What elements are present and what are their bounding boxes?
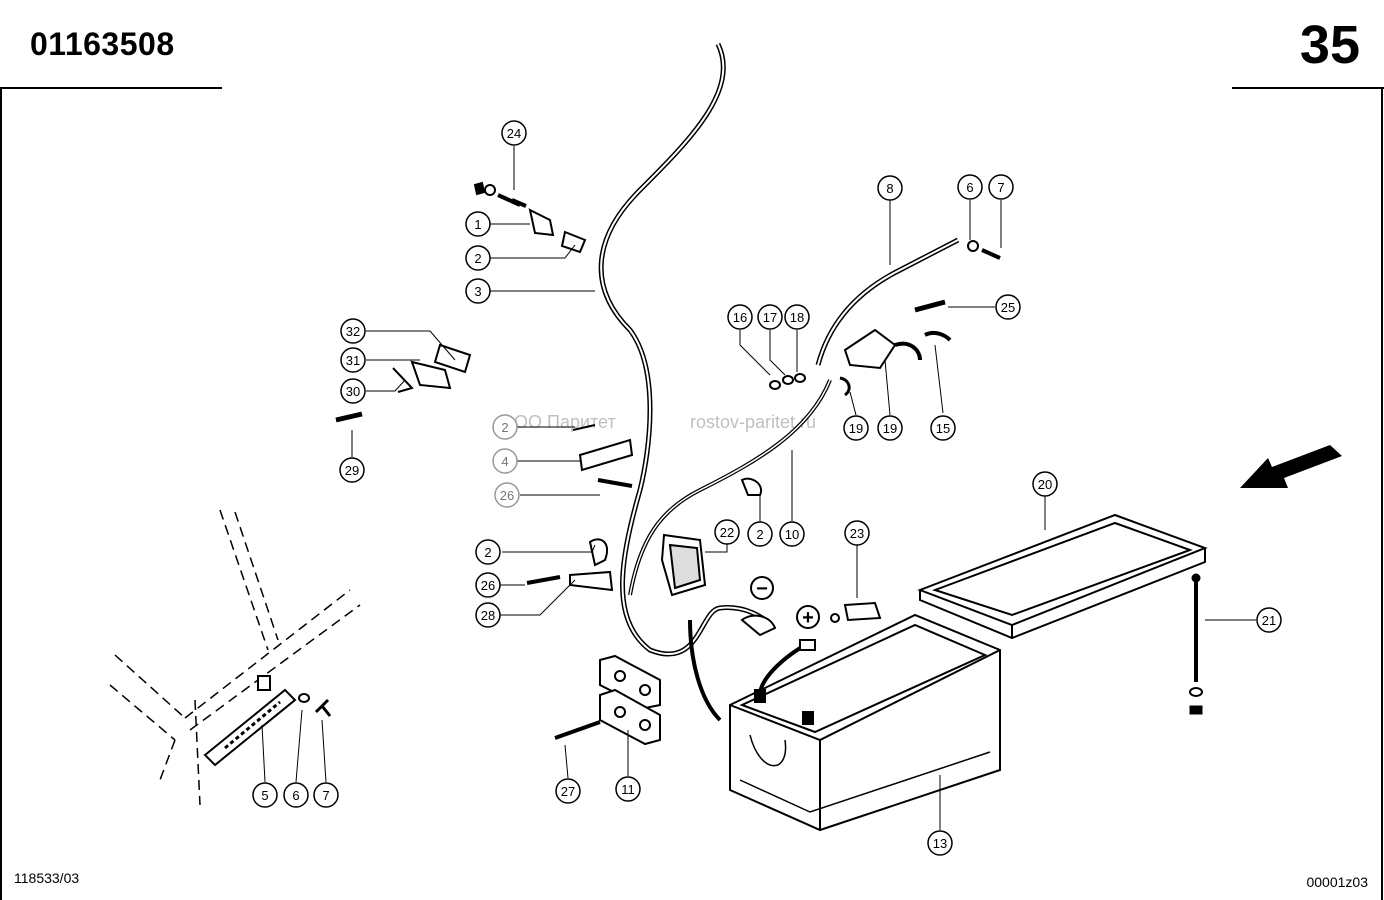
- main-cable-inner: [600, 43, 771, 655]
- leader-lines: [261, 146, 1256, 830]
- callout-20-label: 20: [1038, 477, 1052, 492]
- callout-7-bottom-label: 7: [322, 788, 329, 803]
- plus-symbol: +: [802, 607, 814, 629]
- cable-8-inner: [817, 239, 959, 366]
- callout-31: 31: [340, 347, 366, 373]
- callout-18: 18: [784, 304, 810, 330]
- callout-3-label: 3: [474, 284, 481, 299]
- battery-clamp: [599, 654, 661, 746]
- callout-21: 21: [1256, 607, 1282, 633]
- callout-20: 20: [1032, 471, 1058, 497]
- callout-11: 11: [615, 776, 641, 802]
- plus-symbol-ring: [796, 605, 820, 629]
- callout-1-label: 1: [474, 217, 481, 232]
- callout-15: 15: [930, 415, 956, 441]
- callout-4: 4: [492, 448, 518, 474]
- callout-19-left-label: 19: [849, 421, 863, 436]
- callout-23: 23: [844, 520, 870, 546]
- callout-5-label: 5: [261, 788, 268, 803]
- callout-19-left: 19: [843, 415, 869, 441]
- terminal-cover: [660, 533, 707, 597]
- callout-6-bottom-label: 6: [292, 788, 299, 803]
- callout-24-label: 24: [507, 126, 521, 141]
- callout-28-label: 28: [481, 608, 495, 623]
- callout-23-label: 23: [850, 526, 864, 541]
- minus-symbol-ring: [750, 576, 774, 600]
- callout-25-label: 25: [1001, 300, 1015, 315]
- watermark-site: rostov-paritet.ru: [690, 412, 816, 432]
- callout-10: 10: [779, 521, 805, 547]
- callout-11-label: 11: [621, 782, 635, 797]
- callout-22: 22: [714, 519, 740, 545]
- cable-branch: [688, 619, 722, 722]
- callout-21-label: 21: [1262, 613, 1276, 628]
- drawing-reference-right: 00001z03: [1306, 874, 1368, 890]
- chassis-frame: [109, 509, 361, 806]
- callout-8: 8: [877, 175, 903, 201]
- callout-2-low: 2: [475, 539, 501, 565]
- callout-13: 13: [927, 830, 953, 856]
- small-parts: [335, 181, 1001, 740]
- callout-16: 16: [727, 304, 753, 330]
- callout-17-label: 17: [763, 310, 777, 325]
- callout-7-bottom: 7: [313, 782, 339, 808]
- callout-28: 28: [475, 602, 501, 628]
- ground-strap: [203, 675, 332, 767]
- callout-17: 17: [757, 304, 783, 330]
- callout-1: 1: [465, 211, 491, 237]
- callout-32-label: 32: [346, 324, 360, 339]
- callout-19-right-label: 19: [883, 421, 897, 436]
- callout-10-label: 10: [785, 527, 799, 542]
- callout-13-label: 13: [933, 836, 947, 851]
- callout-26-mid: 26: [494, 482, 520, 508]
- callout-6-top: 6: [957, 174, 983, 200]
- callout-5: 5: [252, 782, 278, 808]
- callout-2-mid-label: 2: [501, 420, 508, 435]
- callout-16-label: 16: [733, 310, 747, 325]
- callout-29: 29: [339, 457, 365, 483]
- callout-27: 27: [555, 778, 581, 804]
- callout-4-label: 4: [501, 454, 508, 469]
- callout-31-label: 31: [346, 353, 360, 368]
- callout-2-mid: 2: [492, 414, 518, 440]
- drawing-reference-left: 118533/03: [14, 870, 80, 886]
- tie-rod: [1189, 573, 1203, 715]
- callout-27-label: 27: [561, 784, 575, 799]
- battery-tray: [917, 513, 1208, 640]
- direction-arrow: [1240, 445, 1342, 488]
- callout-7-top: 7: [988, 174, 1014, 200]
- callout-7-top-label: 7: [997, 180, 1004, 195]
- callout-18-label: 18: [790, 310, 804, 325]
- callout-30: 30: [340, 378, 366, 404]
- callout-2-top-label: 2: [474, 251, 481, 266]
- callout-6-bottom: 6: [283, 782, 309, 808]
- callout-26-low-label: 26: [481, 578, 495, 593]
- callout-2-top: 2: [465, 245, 491, 271]
- callout-19-right: 19: [877, 415, 903, 441]
- callout-15-label: 15: [936, 421, 950, 436]
- battery: [729, 613, 1001, 832]
- page-number: 35: [1299, 15, 1360, 75]
- callout-24: 24: [501, 120, 527, 146]
- minus-symbol: −: [756, 578, 768, 600]
- callout-26-low: 26: [475, 572, 501, 598]
- callout-25: 25: [995, 294, 1021, 320]
- callout-2-low-label: 2: [484, 545, 491, 560]
- callout-3: 3: [465, 278, 491, 304]
- callout-30-label: 30: [346, 384, 360, 399]
- callouts: 24 1 2 3 32 31 30 29 2 4 26 2 26 28 22 2…: [252, 120, 1282, 856]
- callout-6-top-label: 6: [966, 180, 973, 195]
- callout-26-mid-label: 26: [500, 488, 514, 503]
- callout-32: 32: [340, 318, 366, 344]
- callout-22-label: 22: [720, 525, 734, 540]
- frame-lines: [0, 87, 1384, 900]
- callout-8-label: 8: [886, 181, 893, 196]
- callout-2-right: 2: [747, 521, 773, 547]
- callout-2-right-label: 2: [756, 527, 763, 542]
- callout-29-label: 29: [345, 463, 359, 478]
- cable-10-inner: [629, 379, 831, 596]
- document-number: 01163508: [30, 26, 175, 62]
